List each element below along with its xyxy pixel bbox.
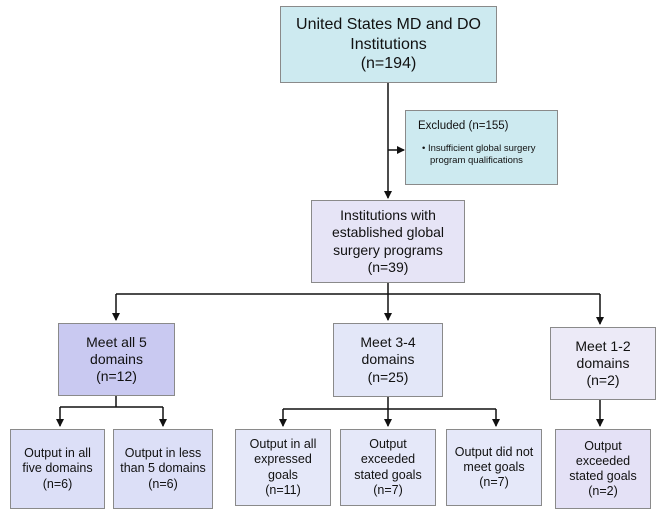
box-meet-12-line2: domains [576,354,630,371]
box-output-exceeded-goals-a: Output exceeded stated goals (n=7) [340,429,436,506]
box-out-less5-line1: Output in less [124,446,202,461]
box-us-institutions-line1: United States MD and DO [296,16,481,34]
box-out-notmeet-line2: meet goals [463,459,525,474]
box-excluded-bullet-line2: program qualifications [430,154,523,166]
box-out-all5-line2: five domains [22,461,93,476]
box-out-expressed-line1: Output in all [249,437,317,451]
box-us-institutions-line3: (n=194) [360,55,417,73]
box-out-exceeded-a-line1: Output [369,437,407,451]
box-out-exceeded-a-line4: (n=7) [373,482,403,497]
box-output-exceeded-goals-b: Output exceeded stated goals (n=2) [555,429,651,509]
box-output-less-than-5: Output in less than 5 domains (n=6) [113,429,213,509]
box-out-expressed-line2: expressed [254,452,312,467]
box-output-did-not-meet: Output did not meet goals (n=7) [446,429,542,506]
box-meet-12-line3: (n=2) [586,372,620,389]
box-us-institutions: United States MD and DO Institutions (n=… [280,6,497,83]
box-meet-34-line3: (n=25) [367,368,409,385]
box-out-exceeded-b-line2: exceeded [575,453,631,468]
box-out-notmeet-line1: Output did not [454,444,534,459]
box-meet-1-2: Meet 1-2 domains (n=2) [550,327,656,400]
box-established-line1: Institutions with [340,207,436,224]
box-out-less5-line2: than 5 domains [120,461,206,476]
box-meet-12-line1: Meet 1-2 [575,337,631,354]
box-established-line3: surgery programs [333,241,443,258]
box-out-exceeded-b-line3: stated goals [569,469,637,483]
box-meet-3-4: Meet 3-4 domains (n=25) [333,323,443,397]
box-meet-34-line1: Meet 3-4 [360,334,416,351]
box-out-expressed-line3: goals [268,467,298,482]
box-excluded-bullet-line1: • Insufficient global surgery [422,143,536,155]
box-out-all5-line1: Output in all [24,446,91,461]
box-out-exceeded-a-line2: exceeded [360,452,416,467]
box-established-line2: established global [331,224,445,241]
box-out-notmeet-line3: (n=7) [479,475,509,490]
box-meet-all-line2: domains [90,350,143,367]
box-output-all-five: Output in all five domains (n=6) [10,429,105,509]
box-meet-all-line1: Meet all 5 [86,333,147,350]
box-established-line4: (n=39) [367,258,409,275]
box-us-institutions-line2: Institutions [350,35,427,53]
box-excluded-title: Excluded (n=155) [418,120,509,132]
box-out-exceeded-b-line1: Output [584,438,622,453]
box-out-exceeded-b-line4: (n=2) [588,484,618,499]
box-output-expressed-goals: Output in all expressed goals (n=11) [235,429,331,506]
box-established-programs: Institutions with established global sur… [311,200,465,283]
box-meet-all-line3: (n=12) [96,368,137,385]
box-meet-34-line2: domains [361,351,415,368]
box-out-expressed-line4: (n=11) [265,482,301,497]
box-meet-all-5: Meet all 5 domains (n=12) [58,323,175,396]
box-out-exceeded-a-line3: stated goals [354,467,422,482]
box-excluded: Excluded (n=155) • Insufficient global s… [405,110,558,185]
box-out-all5-line3: (n=6) [42,476,73,491]
box-out-less5-line3: (n=6) [148,476,178,491]
